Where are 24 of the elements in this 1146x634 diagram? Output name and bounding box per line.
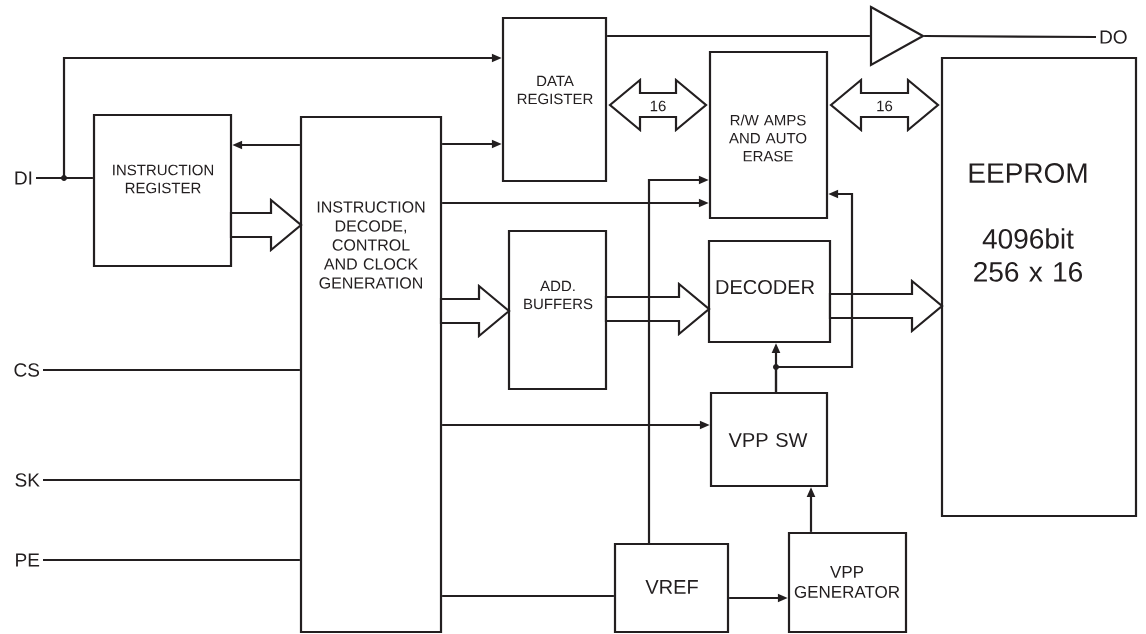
block-box: INSTRUCTION REGISTER	[92, 113, 233, 268]
pin-label: SK	[15, 473, 40, 487]
bus-arrow	[608, 77, 708, 133]
bus-arrow	[439, 283, 511, 339]
block-box: INSTRUCTION DECODE, CONTROL AND CLOCK GENERATION	[299, 115, 443, 634]
bus-arrow	[604, 281, 711, 337]
block-box: R/W AMPS AND AUTO ERASE	[708, 50, 829, 220]
edge-label: 16	[649, 100, 667, 112]
block-box: DATA REGISTER	[501, 16, 608, 183]
bus-arrow	[829, 77, 940, 133]
pin-label: CS	[14, 363, 40, 377]
pin-label: DI	[15, 171, 32, 185]
block-box: VPP GENERATOR	[787, 531, 908, 634]
buffer-triangle	[869, 5, 926, 67]
bus-arrow	[828, 278, 944, 334]
pin-label: DO	[1100, 30, 1127, 44]
block-box: ADD. BUFFERS	[507, 229, 608, 391]
block-box: DECODER	[707, 239, 832, 344]
bus-arrow	[229, 197, 303, 253]
pin-label: PE	[16, 553, 40, 567]
block-box: EEPROM 4096bit 256 x 16	[940, 56, 1138, 518]
block-box: VREF	[613, 542, 730, 634]
edge-label: 16	[875, 100, 894, 112]
block-box: VPP SW	[709, 391, 829, 488]
